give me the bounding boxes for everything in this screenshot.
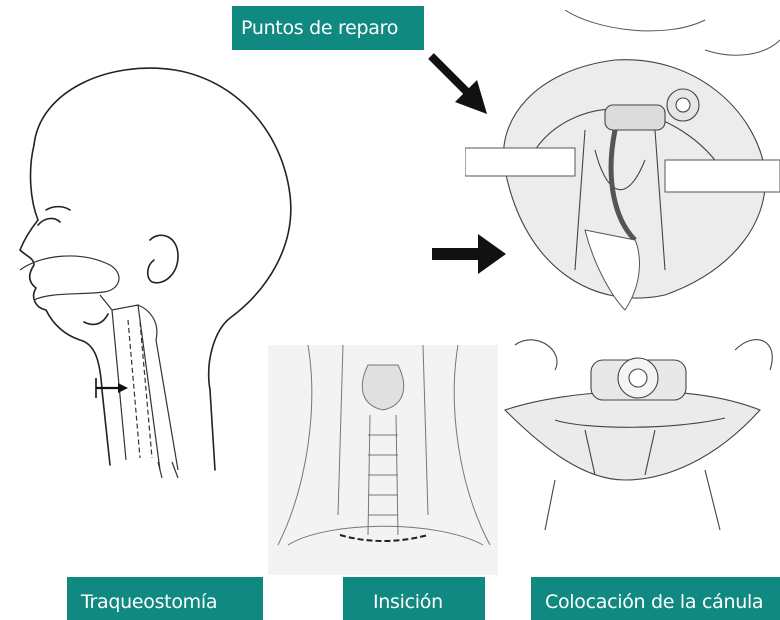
label-incision: Insición (343, 577, 485, 620)
surgical-field-illustration (465, 10, 780, 320)
arrow-icon (430, 230, 510, 280)
arrow-icon (425, 50, 505, 130)
label-repair-points: Puntos de reparo (232, 6, 424, 50)
label-tracheostomy: Traqueostomía (67, 577, 263, 620)
cannula-placement-illustration (495, 330, 780, 535)
incision-illustration (268, 345, 498, 575)
child-head-illustration (0, 60, 300, 500)
label-cannula-placement: Colocación de la cánula (531, 577, 780, 620)
